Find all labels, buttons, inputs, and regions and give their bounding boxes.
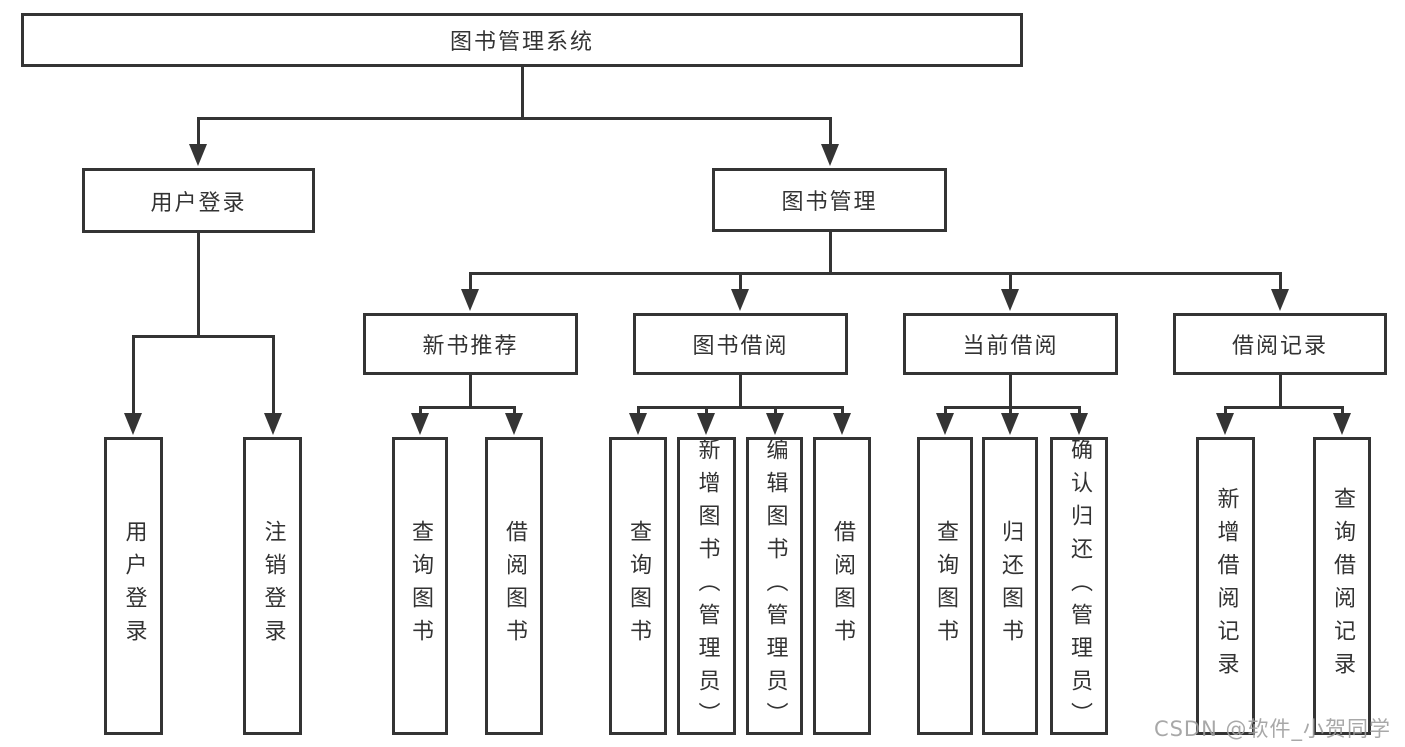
node-label: 图书管理 [781, 190, 878, 215]
node-query-borrow-record: 查询借阅记录 [1313, 437, 1371, 735]
connector-line [1223, 406, 1227, 417]
arrow-down-icon [1216, 413, 1234, 435]
connector-line [418, 406, 422, 417]
connector-line [828, 117, 832, 148]
node-logout-leaf: 注销登录 [243, 437, 302, 735]
connector-line [418, 406, 516, 409]
node-label: 查询借阅记录 [1330, 487, 1355, 685]
arrow-down-icon [264, 413, 282, 435]
node-current-borrow: 当前借阅 [903, 313, 1118, 375]
node-user-login: 用户登录 [82, 168, 315, 233]
arrow-down-icon [1271, 289, 1289, 311]
node-label: 查询图书 [408, 520, 433, 652]
connector-line [1008, 272, 1012, 293]
node-system-root: 图书管理系统 [21, 13, 1023, 67]
node-add-book-admin: 新增图书（管理员） [677, 437, 736, 735]
connector-line [520, 67, 524, 120]
node-query-book-3: 查询图书 [917, 437, 973, 735]
node-new-book-recommend: 新书推荐 [363, 313, 578, 375]
connector-line [271, 335, 275, 417]
node-add-borrow-record: 新增借阅记录 [1196, 437, 1255, 735]
arrow-down-icon [1001, 413, 1019, 435]
node-label: 确认归还（管理员） [1067, 437, 1092, 735]
node-book-borrow: 图书借阅 [633, 313, 848, 375]
connector-line [196, 117, 832, 120]
arrow-down-icon [124, 413, 142, 435]
node-label: 归还图书 [998, 520, 1023, 652]
node-user-login-leaf: 用户登录 [104, 437, 163, 735]
connector-line [636, 406, 640, 417]
connector-line [773, 406, 777, 417]
arrow-down-icon [1333, 413, 1351, 435]
connector-line [131, 335, 135, 417]
node-label: 新增图书（管理员） [694, 437, 720, 735]
node-label: 图书借阅 [692, 334, 789, 359]
connector-line [636, 406, 844, 409]
connector-line [1278, 272, 1282, 293]
connector-line [512, 406, 516, 417]
connector-line [468, 272, 1282, 275]
arrow-down-icon [1001, 289, 1019, 311]
arrow-down-icon [766, 413, 784, 435]
csdn-watermark: CSDN @软件_小贺同学 [1153, 717, 1391, 741]
node-label: 新书推荐 [422, 334, 519, 359]
connector-line [1278, 375, 1282, 409]
connector-line [1223, 406, 1344, 409]
arrow-down-icon [505, 413, 523, 435]
node-label: 注销登录 [260, 520, 286, 652]
connector-line [828, 232, 832, 275]
arrow-down-icon [697, 413, 715, 435]
node-label: 用户登录 [121, 520, 147, 652]
node-borrow-book-2: 借阅图书 [813, 437, 871, 735]
arrow-down-icon [1070, 413, 1088, 435]
node-borrow-records: 借阅记录 [1173, 313, 1387, 375]
node-query-book-1: 查询图书 [392, 437, 448, 735]
arrow-down-icon [936, 413, 954, 435]
node-confirm-return-admin: 确认归还（管理员） [1050, 437, 1108, 735]
connector-line [131, 335, 275, 338]
connector-line [196, 117, 200, 148]
node-label: 用户登录 [150, 190, 247, 216]
connector-line [1077, 406, 1081, 417]
node-label: 编辑图书（管理员） [762, 437, 788, 735]
node-label: 查询图书 [626, 520, 651, 652]
connector-line [1008, 375, 1012, 409]
connector-line [840, 406, 844, 417]
node-label: 借阅记录 [1231, 334, 1328, 359]
node-query-book-2: 查询图书 [609, 437, 667, 735]
connector-line [943, 406, 947, 417]
node-book-management: 图书管理 [712, 168, 947, 232]
node-return-book: 归还图书 [982, 437, 1038, 735]
node-label: 图书管理系统 [449, 30, 594, 55]
connector-line [1340, 406, 1344, 417]
node-edit-book-admin: 编辑图书（管理员） [746, 437, 803, 735]
connector-line [468, 272, 472, 293]
node-label: 借阅图书 [502, 520, 527, 652]
arrow-down-icon [189, 144, 207, 166]
node-label: 新增借阅记录 [1213, 487, 1239, 685]
node-label: 借阅图书 [830, 520, 855, 652]
connector-line [943, 406, 1081, 409]
connector-line [1008, 406, 1012, 417]
arrow-down-icon [731, 289, 749, 311]
arrow-down-icon [833, 413, 851, 435]
connector-line [468, 375, 472, 409]
connector-line [738, 272, 742, 293]
connector-line [738, 375, 742, 409]
arrow-down-icon [821, 144, 839, 166]
node-label: 查询图书 [933, 520, 958, 652]
arrow-down-icon [629, 413, 647, 435]
connector-line [196, 233, 200, 338]
arrow-down-icon [411, 413, 429, 435]
node-label: 当前借阅 [962, 334, 1059, 359]
node-borrow-book-1: 借阅图书 [485, 437, 543, 735]
connector-line [704, 406, 708, 417]
arrow-down-icon [461, 289, 479, 311]
